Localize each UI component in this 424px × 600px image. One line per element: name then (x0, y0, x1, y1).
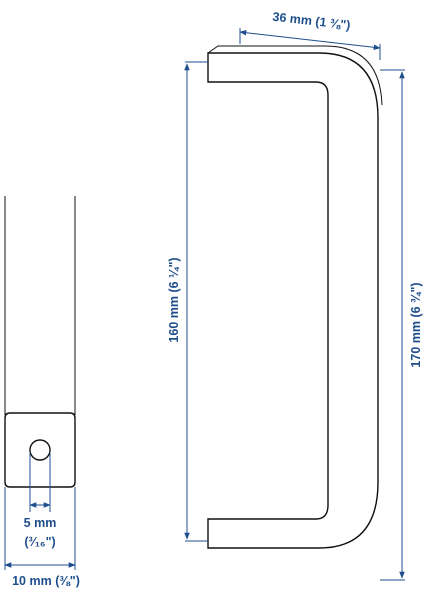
bar-thickness: 10 mm (⅜") (12, 574, 80, 588)
front-view: 36 mm (1 ⅜") 160 mm (6 ¼") 170 mm (6 ¾") (167, 10, 423, 581)
width-dim-line (239, 29, 381, 51)
handle-body (207, 52, 379, 549)
mounting-hole (29, 439, 51, 461)
total-length: 170 mm (6 ¾") (409, 282, 423, 367)
hole-diameter-in: (³⁄₁₆") (24, 535, 55, 549)
width-top: 36 mm (1 ⅜") (272, 10, 351, 33)
inner-length: 160 mm (6 ¼") (167, 257, 181, 342)
side-view: 5 mm (³⁄₁₆") 10 mm (⅜") (4, 196, 80, 588)
hole-diameter-mm: 5 mm (24, 516, 57, 530)
